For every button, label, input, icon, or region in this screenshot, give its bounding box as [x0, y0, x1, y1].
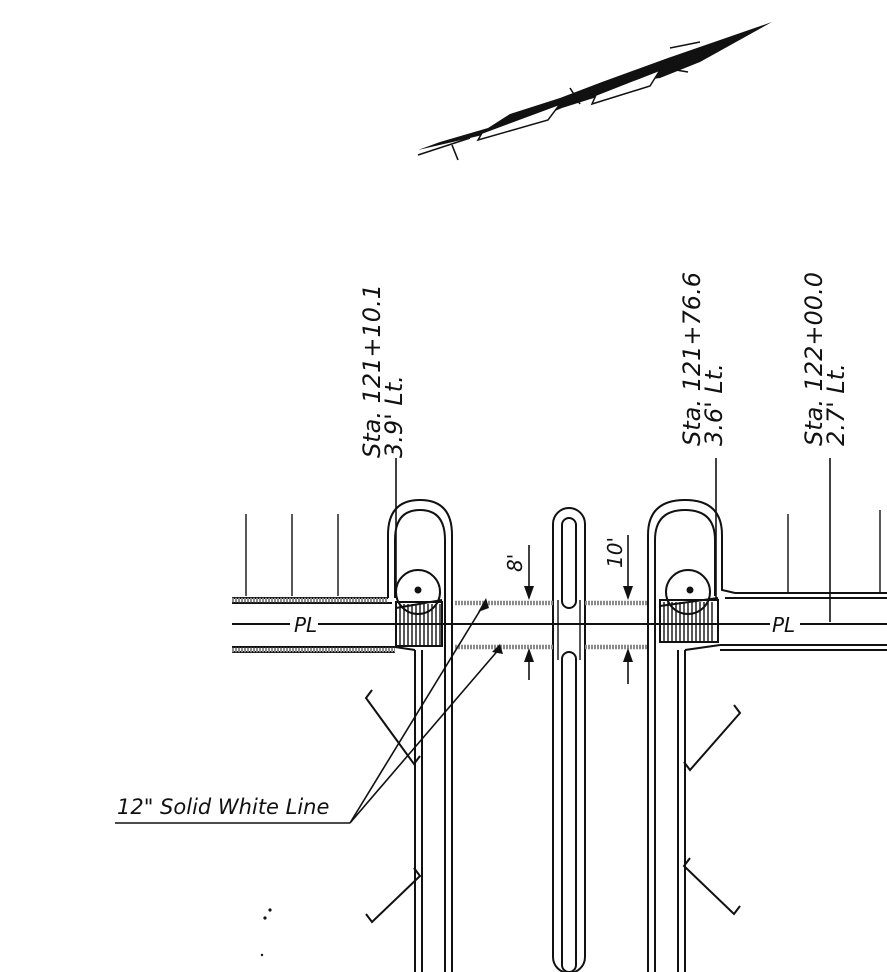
left-curb-island	[387, 498, 453, 972]
station-2-sta: Sta. 121+76.6	[678, 272, 706, 446]
dimension-10ft: 10'	[603, 535, 633, 684]
station-2-label: Sta. 121+76.6 3.6' Lt.	[678, 272, 728, 446]
center-median	[552, 507, 586, 972]
dimension-8ft: 8'	[503, 545, 534, 680]
north-arrow-icon	[417, 22, 772, 161]
sidewalk-lines	[232, 592, 887, 653]
station-3-offset: 2.7' Lt.	[822, 363, 850, 446]
property-line-left: PL	[294, 613, 317, 637]
lane-chevrons	[364, 689, 742, 924]
property-line-right: PL	[772, 613, 795, 637]
dimension-10-label: 10'	[603, 537, 627, 568]
solid-white-line-callout: 12" Solid White Line	[115, 598, 503, 824]
station-3-sta: Sta. 122+00.0	[800, 272, 828, 446]
station-3-label: Sta. 122+00.0 2.7' Lt.	[800, 272, 850, 446]
station-1-offset: 3.9' Lt.	[380, 375, 408, 458]
right-curb-island	[647, 498, 736, 972]
survey-marks	[260, 908, 272, 957]
solid-white-lines	[232, 597, 648, 653]
station-1-sta: Sta. 121+10.1	[358, 284, 386, 458]
pl-label-right: PL	[772, 613, 795, 637]
callout-text: 12" Solid White Line	[117, 795, 329, 819]
station-2-offset: 3.6' Lt.	[700, 363, 728, 446]
dimension-8-label: 8'	[503, 554, 527, 572]
pl-label-left: PL	[294, 613, 317, 637]
fence-ticks	[245, 510, 881, 596]
station-1-label: Sta. 121+10.1 3.9' Lt.	[358, 284, 408, 458]
